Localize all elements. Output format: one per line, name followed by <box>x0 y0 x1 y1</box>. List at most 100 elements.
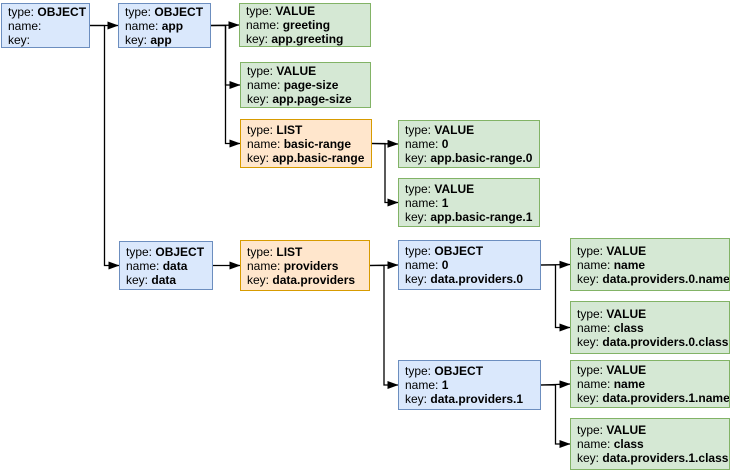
node-field-name: name: basic-range <box>247 137 368 151</box>
field-label: type: <box>247 122 274 137</box>
node-field-type: type: VALUE <box>246 4 367 18</box>
field-label: type: <box>577 423 604 437</box>
node-field-type: type: VALUE <box>577 423 726 437</box>
node-field-type: type: VALUE <box>405 123 536 137</box>
field-label: name: <box>247 78 281 92</box>
field-label: key: <box>125 32 148 47</box>
node-field-name: name: class <box>577 437 726 451</box>
field-value: VALUE <box>434 123 475 137</box>
field-value: name <box>613 377 646 391</box>
field-label: type: <box>405 364 432 378</box>
field-label: type: <box>125 4 152 19</box>
node-field-key: key: data.providers.1.class <box>577 451 729 465</box>
node-field-type: type: OBJECT <box>405 244 537 258</box>
field-label: type: <box>8 4 35 19</box>
field-value: 0 <box>441 137 449 151</box>
node-field-key: key: app.basic-range.1 <box>405 210 536 224</box>
field-value: providers <box>283 258 339 273</box>
field-value: data <box>162 258 188 273</box>
field-value: OBJECT <box>37 4 87 19</box>
field-label: key: <box>405 151 428 165</box>
field-value: VALUE <box>606 423 647 437</box>
edge-app-to-app-basic-range <box>211 24 241 148</box>
field-value: data.providers.1 <box>430 392 524 406</box>
field-label: type: <box>405 123 432 137</box>
node-field-name: name: name <box>577 377 726 391</box>
edge-data-providers-0-to-data-providers-0-class <box>541 264 571 332</box>
node-field-key: key: data.providers.1.name <box>577 391 730 405</box>
field-label: type: <box>246 4 273 18</box>
field-label: key: <box>247 150 270 165</box>
field-label: key: <box>577 271 600 286</box>
node-field-name: name: page-size <box>247 78 367 92</box>
node-field-type: type: VALUE <box>577 307 726 321</box>
node-field-key: key: app.basic-range.0 <box>405 151 536 165</box>
field-label: type: <box>247 64 274 78</box>
field-value: basic-range <box>283 136 352 151</box>
field-label: name: <box>577 437 611 451</box>
field-label: key: <box>405 392 428 406</box>
field-value: VALUE <box>606 306 647 321</box>
field-label: name: <box>246 18 280 32</box>
field-value: 1 <box>441 378 449 392</box>
field-value: data.providers <box>272 272 356 287</box>
field-value: data.providers.1.name <box>602 391 730 405</box>
node-field-key: key: data.providers.1 <box>405 392 537 406</box>
field-label: name: <box>247 136 281 151</box>
node-field-type: type: OBJECT <box>8 5 86 19</box>
node-field-type: type: LIST <box>247 123 368 137</box>
field-value: LIST <box>276 244 303 259</box>
field-label: type: <box>126 244 153 259</box>
field-label: type: <box>577 243 604 258</box>
node-field-name: name: 0 <box>405 137 536 151</box>
edge-root-to-data <box>90 24 120 270</box>
field-label: name: <box>405 137 439 151</box>
field-label: key: <box>577 451 600 465</box>
field-label: type: <box>405 244 432 258</box>
field-value: OBJECT <box>434 244 484 258</box>
field-value: class <box>613 437 644 451</box>
field-value: data <box>151 272 177 287</box>
node-field-name: name: greeting <box>246 18 367 32</box>
field-label: key: <box>577 334 600 349</box>
field-label: name: <box>8 18 42 33</box>
edge-data-providers-to-data-providers-1 <box>370 264 399 389</box>
node-field-type: type: LIST <box>247 245 366 259</box>
node-field-key: key: data.providers.0 <box>405 272 537 286</box>
field-value: VALUE <box>434 181 475 196</box>
field-label: key: <box>405 209 428 224</box>
node-field-name: name: <box>8 19 86 33</box>
field-label: name: <box>577 320 611 335</box>
field-value: app.page-size <box>272 92 352 106</box>
field-value: class <box>613 320 644 335</box>
field-label: type: <box>577 363 604 377</box>
node-field-type: type: OBJECT <box>126 245 209 259</box>
field-label: type: <box>405 181 432 196</box>
node-field-name: name: 0 <box>405 258 537 272</box>
node-field-name: name: 1 <box>405 196 536 210</box>
field-value: app.basic-range <box>272 150 365 165</box>
field-value: app.greeting <box>271 32 344 46</box>
field-label: name: <box>405 195 439 210</box>
node-field-type: type: VALUE <box>577 363 726 377</box>
field-label: key: <box>247 92 270 106</box>
node-field-key: key: app.greeting <box>246 32 367 46</box>
node-field-key: key: data.providers <box>247 273 366 287</box>
field-label: name: <box>405 258 439 272</box>
edge-app-basic-range-to-app-basic-range-1 <box>372 142 399 207</box>
node-field-name: name: 1 <box>405 378 537 392</box>
node-field-type: type: OBJECT <box>125 5 207 19</box>
field-value: data.providers.1.class <box>602 451 729 465</box>
